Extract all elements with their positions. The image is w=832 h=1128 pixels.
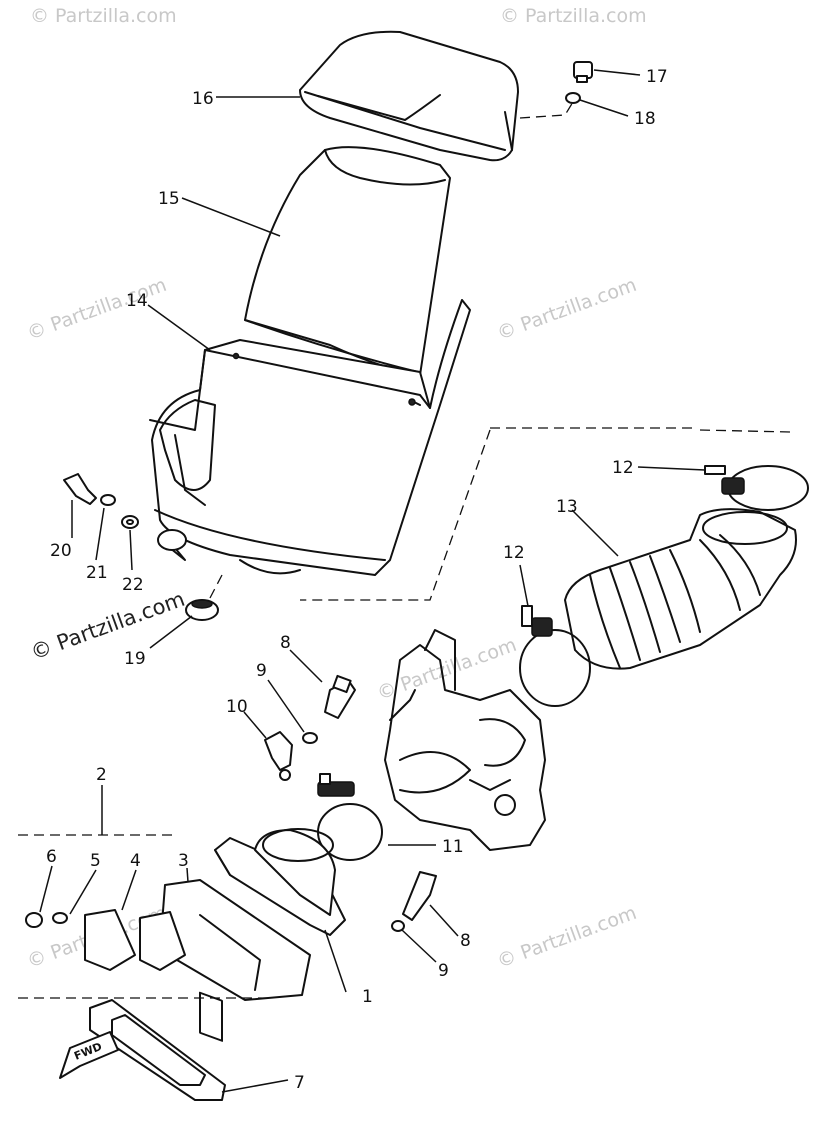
callout-6: 6 bbox=[46, 847, 57, 867]
part-8-bolt-upper bbox=[324, 674, 356, 719]
callout-5: 5 bbox=[90, 851, 101, 871]
callout-13: 13 bbox=[556, 497, 578, 517]
dashed-line-boot bbox=[699, 429, 791, 433]
watermark-top-right: © Partzilla.com bbox=[500, 5, 647, 27]
dashed-line-grommet bbox=[209, 574, 223, 599]
part-9-washer-upper bbox=[302, 732, 318, 744]
leader-lines bbox=[39, 69, 706, 1093]
watermark-bottom-right: © Partzilla.com bbox=[494, 902, 639, 973]
part-11-clamp bbox=[317, 773, 383, 861]
callout-7: 7 bbox=[294, 1073, 305, 1093]
part-15-filter bbox=[244, 146, 451, 376]
part-21-washer bbox=[100, 494, 116, 506]
part-6-screw bbox=[25, 912, 43, 928]
callout-8-lower: 8 bbox=[460, 931, 471, 951]
callout-10: 10 bbox=[226, 697, 248, 717]
fwd-arrow-icon: FWD bbox=[59, 1031, 119, 1079]
part-22-washer bbox=[121, 515, 139, 529]
callout-22: 22 bbox=[122, 575, 144, 595]
callout-9-lower: 9 bbox=[438, 961, 449, 981]
part-10-bracket bbox=[264, 731, 293, 781]
callout-20: 20 bbox=[50, 541, 72, 561]
carburetor bbox=[384, 629, 546, 851]
callout-19: 19 bbox=[124, 649, 146, 669]
part-17-bolt bbox=[573, 61, 593, 83]
part-8-bolt-lower bbox=[402, 871, 437, 921]
callouts: 16 15 14 17 18 12 13 12 20 21 22 19 8 9 … bbox=[46, 67, 668, 1093]
callout-12-upper: 12 bbox=[612, 458, 634, 478]
watermark-mid-right: © Partzilla.com bbox=[494, 274, 639, 345]
part-20-bolt bbox=[63, 473, 97, 505]
callout-11: 11 bbox=[442, 837, 464, 857]
callout-9-upper: 9 bbox=[256, 661, 267, 681]
callout-3: 3 bbox=[178, 851, 189, 871]
part-9-washer-lower bbox=[391, 920, 405, 932]
part-13-boot bbox=[564, 508, 797, 670]
part-16-cover bbox=[299, 30, 519, 162]
callout-12-lower: 12 bbox=[503, 543, 525, 563]
watermark-top-left: © Partzilla.com bbox=[30, 5, 177, 27]
callout-2: 2 bbox=[96, 765, 107, 785]
callout-15: 15 bbox=[158, 189, 180, 209]
dashed-line-airbox-diag bbox=[300, 429, 491, 601]
watermark-center-left: © Partzilla.com bbox=[28, 587, 188, 665]
part-1-manifold bbox=[214, 828, 346, 936]
callout-16: 16 bbox=[192, 89, 214, 109]
part-12-clamp-upper bbox=[704, 465, 809, 511]
part-18-washer bbox=[565, 92, 581, 104]
dashed-line-bolt bbox=[519, 101, 574, 119]
part-5-washer bbox=[52, 912, 68, 924]
callout-18: 18 bbox=[634, 109, 656, 129]
part-19-grommet bbox=[185, 599, 219, 621]
callout-8-upper: 8 bbox=[280, 633, 291, 653]
callout-21: 21 bbox=[86, 563, 108, 583]
callout-4: 4 bbox=[130, 851, 141, 871]
callout-1: 1 bbox=[362, 987, 373, 1007]
callout-17: 17 bbox=[646, 67, 668, 87]
part-4-reed-petals bbox=[84, 909, 186, 971]
callout-14: 14 bbox=[126, 291, 148, 311]
part-12-clamp-lower bbox=[519, 605, 591, 707]
watermark-mid-left: © Partzilla.com bbox=[24, 274, 169, 345]
part-14-airbox bbox=[149, 299, 471, 576]
